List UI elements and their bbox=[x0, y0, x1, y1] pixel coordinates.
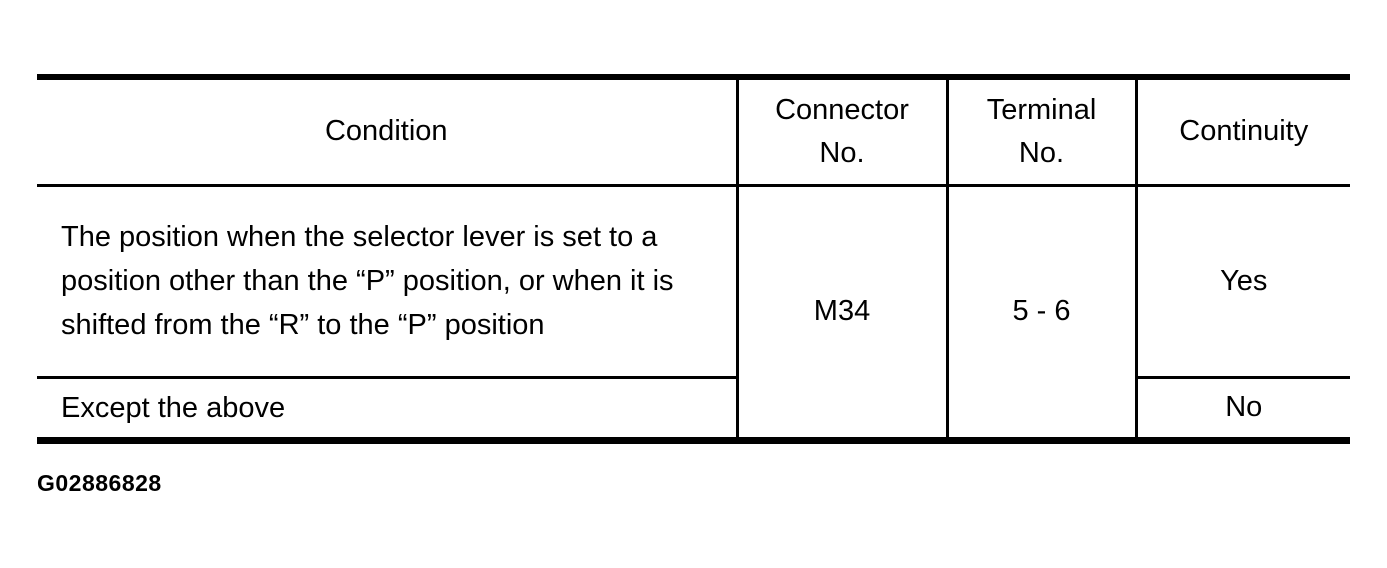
figure-id-label: G02886828 bbox=[37, 470, 162, 496]
continuity-cell-no: No bbox=[1134, 377, 1350, 440]
header-row: Condition Connector No. Terminal No. Con… bbox=[37, 77, 1350, 187]
continuity-check-table: Condition Connector No. Terminal No. Con… bbox=[37, 74, 1350, 444]
terminal-no-cell: 5 - 6 bbox=[945, 185, 1136, 440]
connector-no-cell: M34 bbox=[735, 185, 947, 440]
condition-cell-row2: Except the above bbox=[61, 391, 286, 424]
column-header-terminal-no: Terminal No. bbox=[945, 77, 1136, 187]
table-row: The position when the selector lever is … bbox=[37, 185, 1350, 440]
continuity-cell-yes: Yes bbox=[1134, 185, 1350, 379]
column-header-connector-no: Connector No. bbox=[735, 77, 947, 187]
table-row: Except the above No bbox=[37, 377, 1350, 440]
condition-cell-row1: The position when the selector lever is … bbox=[37, 185, 737, 379]
column-header-continuity: Continuity bbox=[1134, 77, 1350, 187]
column-header-condition: Condition bbox=[37, 77, 737, 187]
